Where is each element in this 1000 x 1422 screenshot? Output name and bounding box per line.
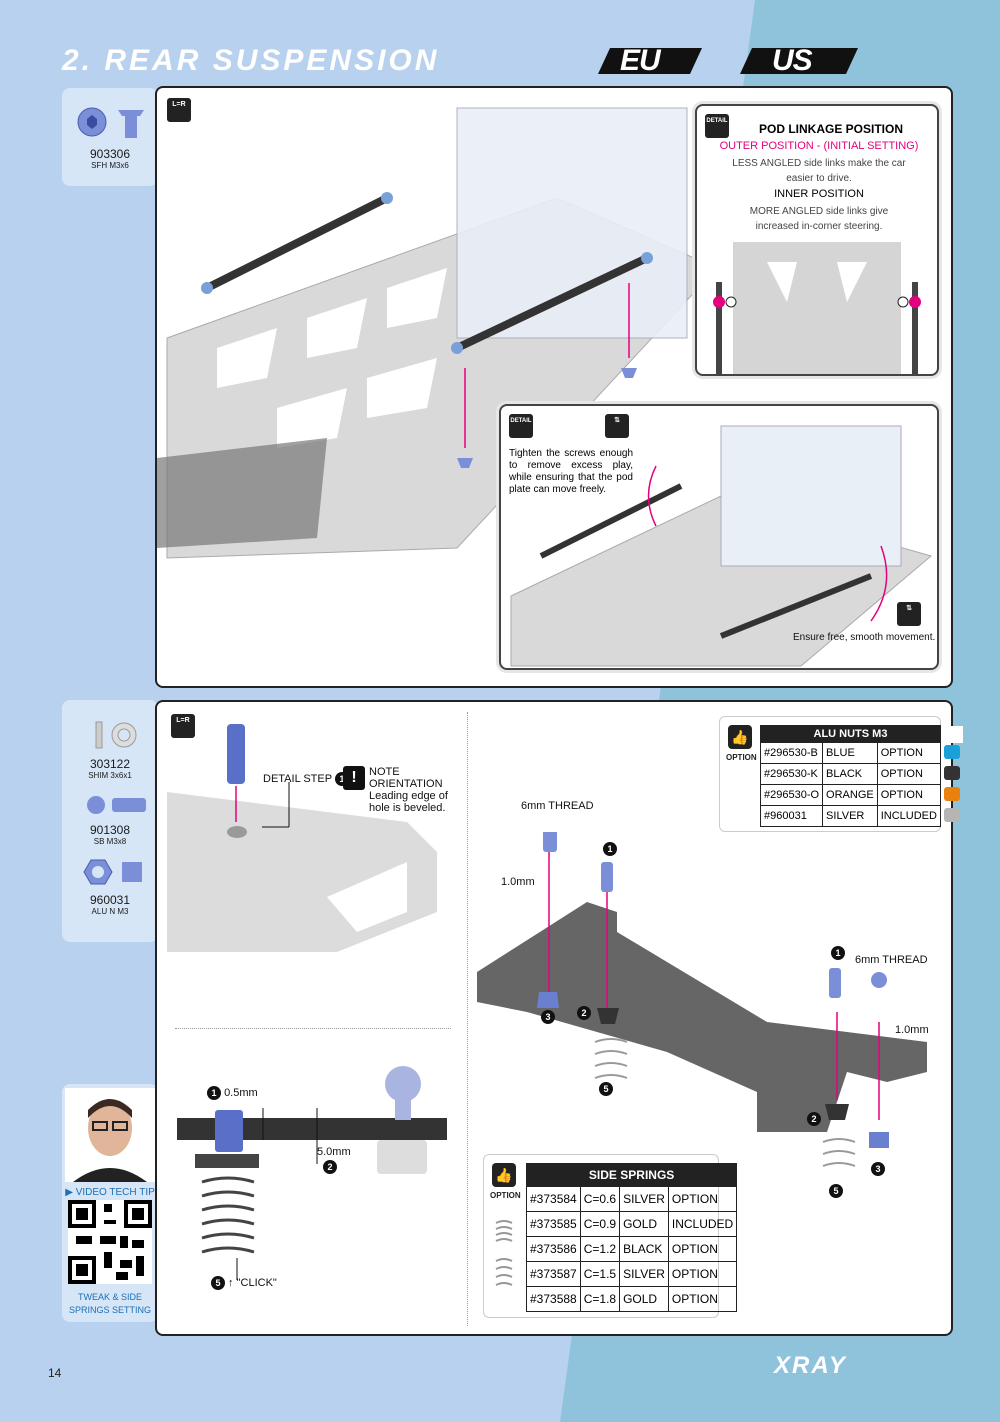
part-desc: SFH M3x6 [91, 161, 129, 170]
warning-icon: ! [343, 766, 365, 790]
part-desc: SB M3x8 [93, 837, 127, 846]
inner-position-label: INNER POSITION [774, 188, 864, 200]
eu-logo-icon [598, 48, 702, 74]
xray-logo: XRAY [774, 1352, 847, 1379]
qr-code-icon[interactable] [68, 1200, 152, 1284]
outer-position-label: OUTER POSITION - (INITIAL SETTING) [719, 140, 919, 152]
shim-label: 1.0mm [895, 1024, 929, 1036]
step-marker: 2 [323, 1160, 337, 1174]
eu-badge: EU [590, 44, 710, 77]
thumbs-up-icon: 👍 [492, 1163, 516, 1187]
step-panel-1: L=R DETAIL POD LINKAGE POSITION OUTER PO… [155, 86, 953, 688]
step-marker: 3 [541, 1010, 555, 1024]
nut-swatch-icon [943, 807, 960, 822]
pod-plate-detail-drawing [167, 724, 437, 952]
parts-box-2: 303122 SHIM 3x6x1 901308 SB M3x8 960031 … [62, 700, 158, 942]
parts-box-1: 903306 SFH M3x6 [62, 88, 158, 186]
us-badge: US [732, 44, 862, 77]
page-title: 2. REAR SUSPENSION [62, 44, 440, 77]
left-right-icon: L=R [171, 714, 195, 738]
click-label: 5 ↑ "CLICK" [211, 1276, 277, 1290]
movement-arrow-icon: ⇅ [605, 414, 629, 438]
screw-sfh-icon [77, 107, 144, 138]
step-marker: 5 [829, 1184, 843, 1198]
thumbs-up-icon: 👍 [728, 725, 752, 749]
part-desc: ALU N M3 [91, 907, 129, 916]
movement-arrow-icon: ⇅ [897, 602, 921, 626]
chassis-drawing [157, 107, 718, 559]
option-label: OPTION [490, 1191, 521, 1200]
step-marker: 2 [577, 1006, 591, 1020]
part-number: 303122 [89, 757, 131, 771]
detail-magnifier-icon: DETAIL [705, 114, 729, 138]
dimension-label: 1 0.5mm [207, 1086, 258, 1100]
pod-position-diagram [713, 242, 921, 374]
spring-icon [495, 1220, 513, 1286]
page-number: 14 [48, 1366, 62, 1380]
shim-label: 1.0mm [501, 876, 535, 888]
detail-step-label: DETAIL STEP 1 [263, 772, 349, 786]
pod-linkage-detail: DETAIL POD LINKAGE POSITION OUTER POSITI… [695, 104, 939, 376]
thread-label: 6mm THREAD [521, 800, 594, 812]
part-number: 903306 [89, 147, 131, 161]
inner-position-desc: MORE ANGLED side links give increased in… [749, 206, 889, 232]
video-label: ▶ VIDEO TECH TIP [65, 1187, 155, 1198]
nut-icon [83, 859, 142, 885]
step-marker: 2 [807, 1112, 821, 1126]
video-tech-tip[interactable]: ▶ VIDEO TECH TIP TWEAK & SIDE SPRINGS SE… [62, 1084, 158, 1322]
option-label: OPTION [726, 753, 757, 762]
pod-plate-assembly-drawing [477, 832, 927, 1167]
step-marker: 1 [831, 946, 845, 960]
divider [467, 712, 468, 1326]
outer-position-desc: LESS ANGLED side links make the car easi… [732, 158, 906, 184]
pod-linkage-title: POD LINKAGE POSITION [758, 122, 903, 136]
part-desc: SHIM 3x6x1 [88, 771, 132, 780]
divider [175, 1028, 451, 1029]
detail-magnifier-icon: DETAIL [509, 414, 533, 438]
step-marker: 3 [871, 1162, 885, 1176]
screw-sb-icon [87, 796, 146, 814]
step-marker: 5 [599, 1082, 613, 1096]
presenter-avatar [65, 1088, 155, 1182]
play-icon: ▶ [65, 1187, 76, 1198]
nut-swatch-icon [943, 744, 960, 759]
shim-icon [95, 721, 137, 749]
part-number: 901308 [89, 823, 131, 837]
us-logo-icon [740, 48, 858, 74]
nut-swatch-icon [943, 786, 960, 801]
thread-label: 6mm THREAD [855, 954, 928, 966]
step-marker: 1 [603, 842, 617, 856]
free-movement-note: Ensure free, smooth movement. [793, 632, 936, 643]
spring-height-drawing [177, 1066, 447, 1280]
part-number: 960031 [89, 893, 131, 907]
dimension-label: 5.0mm [317, 1146, 351, 1158]
video-caption: TWEAK & SIDE SPRINGS SETTING [68, 1292, 151, 1315]
left-right-icon: L=R [167, 98, 191, 122]
nut-swatch-icon [943, 765, 960, 780]
tighten-instructions: Tighten the screws enough to remove exce… [509, 448, 633, 495]
pod-plate-drawing [510, 425, 933, 667]
tighten-detail: DETAIL ⇅ Tighten the screws enough to re… [499, 404, 939, 670]
